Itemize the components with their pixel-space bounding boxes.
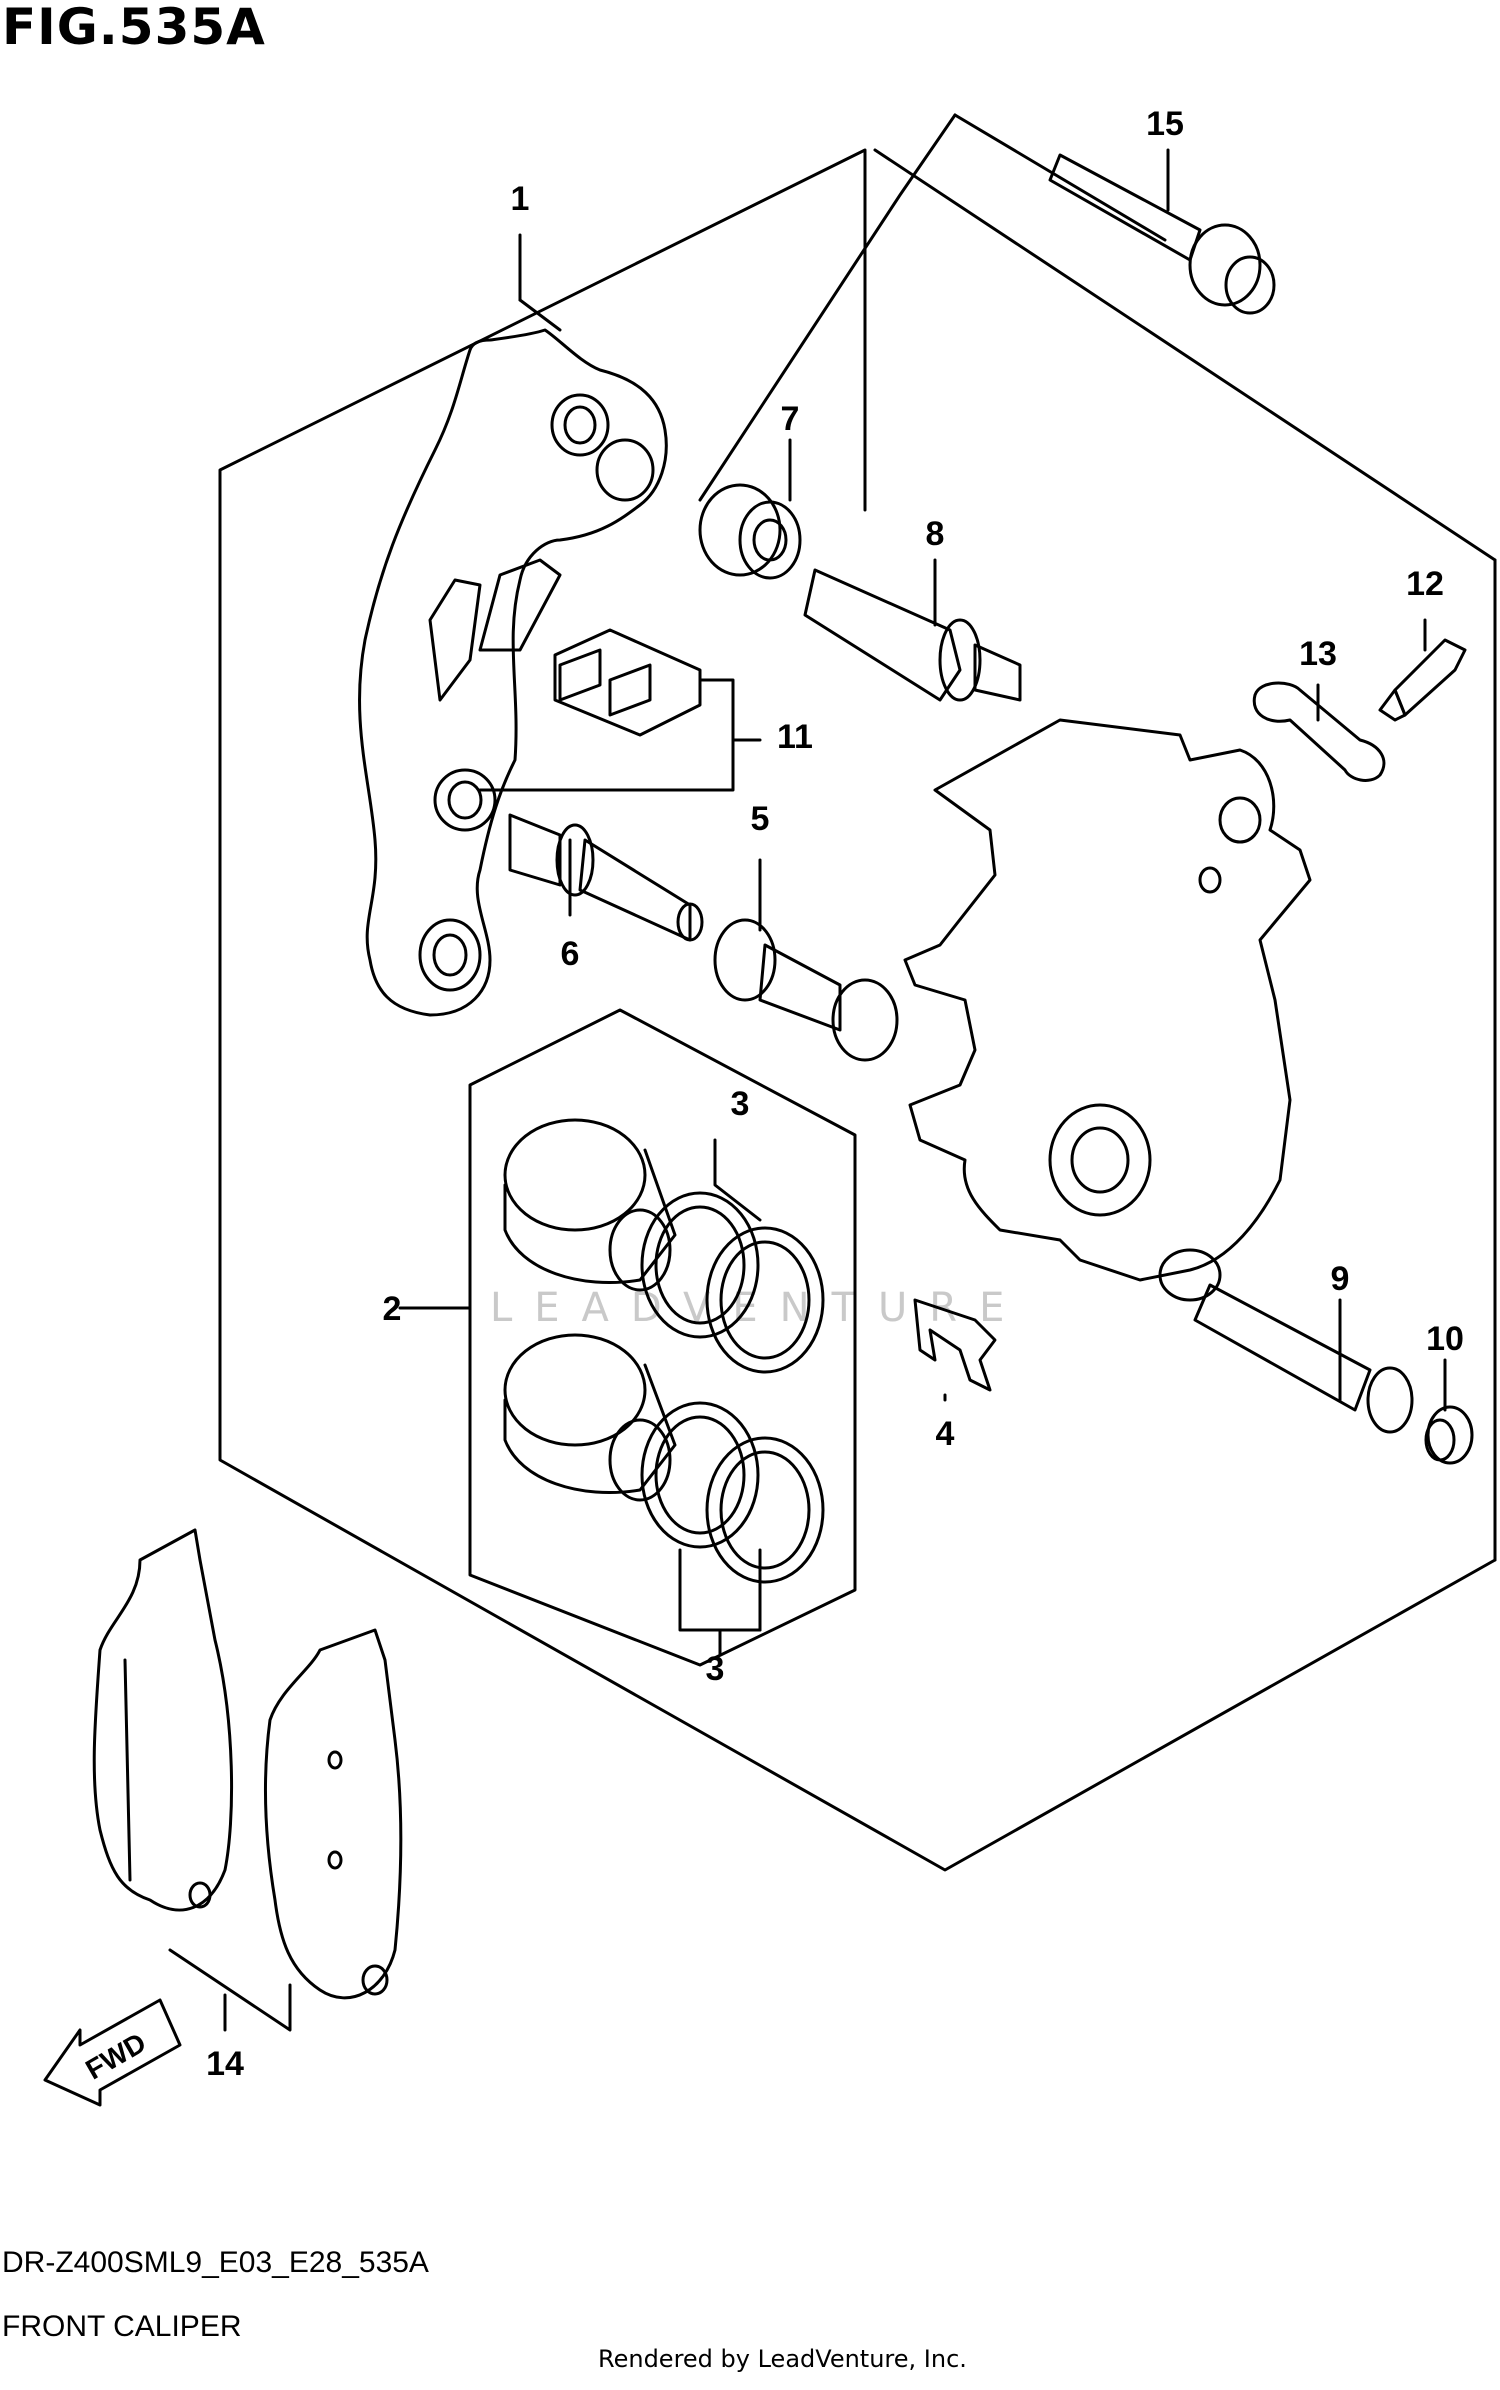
figure-title: FIG.535A	[2, 0, 266, 56]
bolt	[1048, 153, 1202, 262]
caliper-body	[903, 718, 1312, 1282]
slide-pin-5	[713, 918, 777, 1002]
plug	[1426, 1405, 1474, 1465]
slide-pin-8	[803, 568, 962, 702]
callout-9: 9	[1331, 1260, 1350, 1298]
callout-2: 2	[383, 1290, 402, 1328]
callout-4: 4	[936, 1415, 955, 1453]
piston-kit-box	[468, 1008, 857, 1667]
callout-7: 7	[781, 400, 800, 438]
brake-pad-left	[92, 1528, 234, 1912]
callout-1: 1	[511, 180, 530, 218]
seal	[640, 1191, 760, 1339]
callout-15: 15	[1146, 105, 1184, 143]
pad-spring	[553, 628, 702, 737]
callout-10: 10	[1426, 1320, 1464, 1358]
caliper-bracket	[358, 328, 668, 1017]
callout-14: 14	[206, 2045, 244, 2083]
boot	[698, 483, 782, 577]
callout-6: 6	[561, 935, 580, 973]
callout-13: 13	[1299, 635, 1337, 673]
pad-spring-4	[913, 1298, 997, 1392]
model-code: DR-Z400SML9_E03_E28_535A	[2, 2246, 429, 2279]
slide-pin-6	[508, 813, 562, 887]
bleeder	[1393, 638, 1467, 717]
bleeder-cap	[1252, 681, 1386, 782]
fwd-arrow	[43, 1998, 182, 2107]
callout-3-top: 3	[731, 1085, 750, 1123]
callout-8: 8	[926, 515, 945, 553]
brake-pad-right	[263, 1628, 403, 2000]
callout-12: 12	[1406, 565, 1444, 603]
render-credit: Rendered by LeadVenture, Inc.	[598, 2345, 967, 2373]
slide-pin-9	[1193, 1283, 1372, 1412]
piston	[503, 1118, 647, 1232]
callout-5: 5	[751, 800, 770, 838]
callout-11: 11	[777, 718, 813, 756]
callout-3-bottom: 3	[706, 1650, 725, 1688]
section-name: FRONT CALIPER	[2, 2310, 242, 2343]
